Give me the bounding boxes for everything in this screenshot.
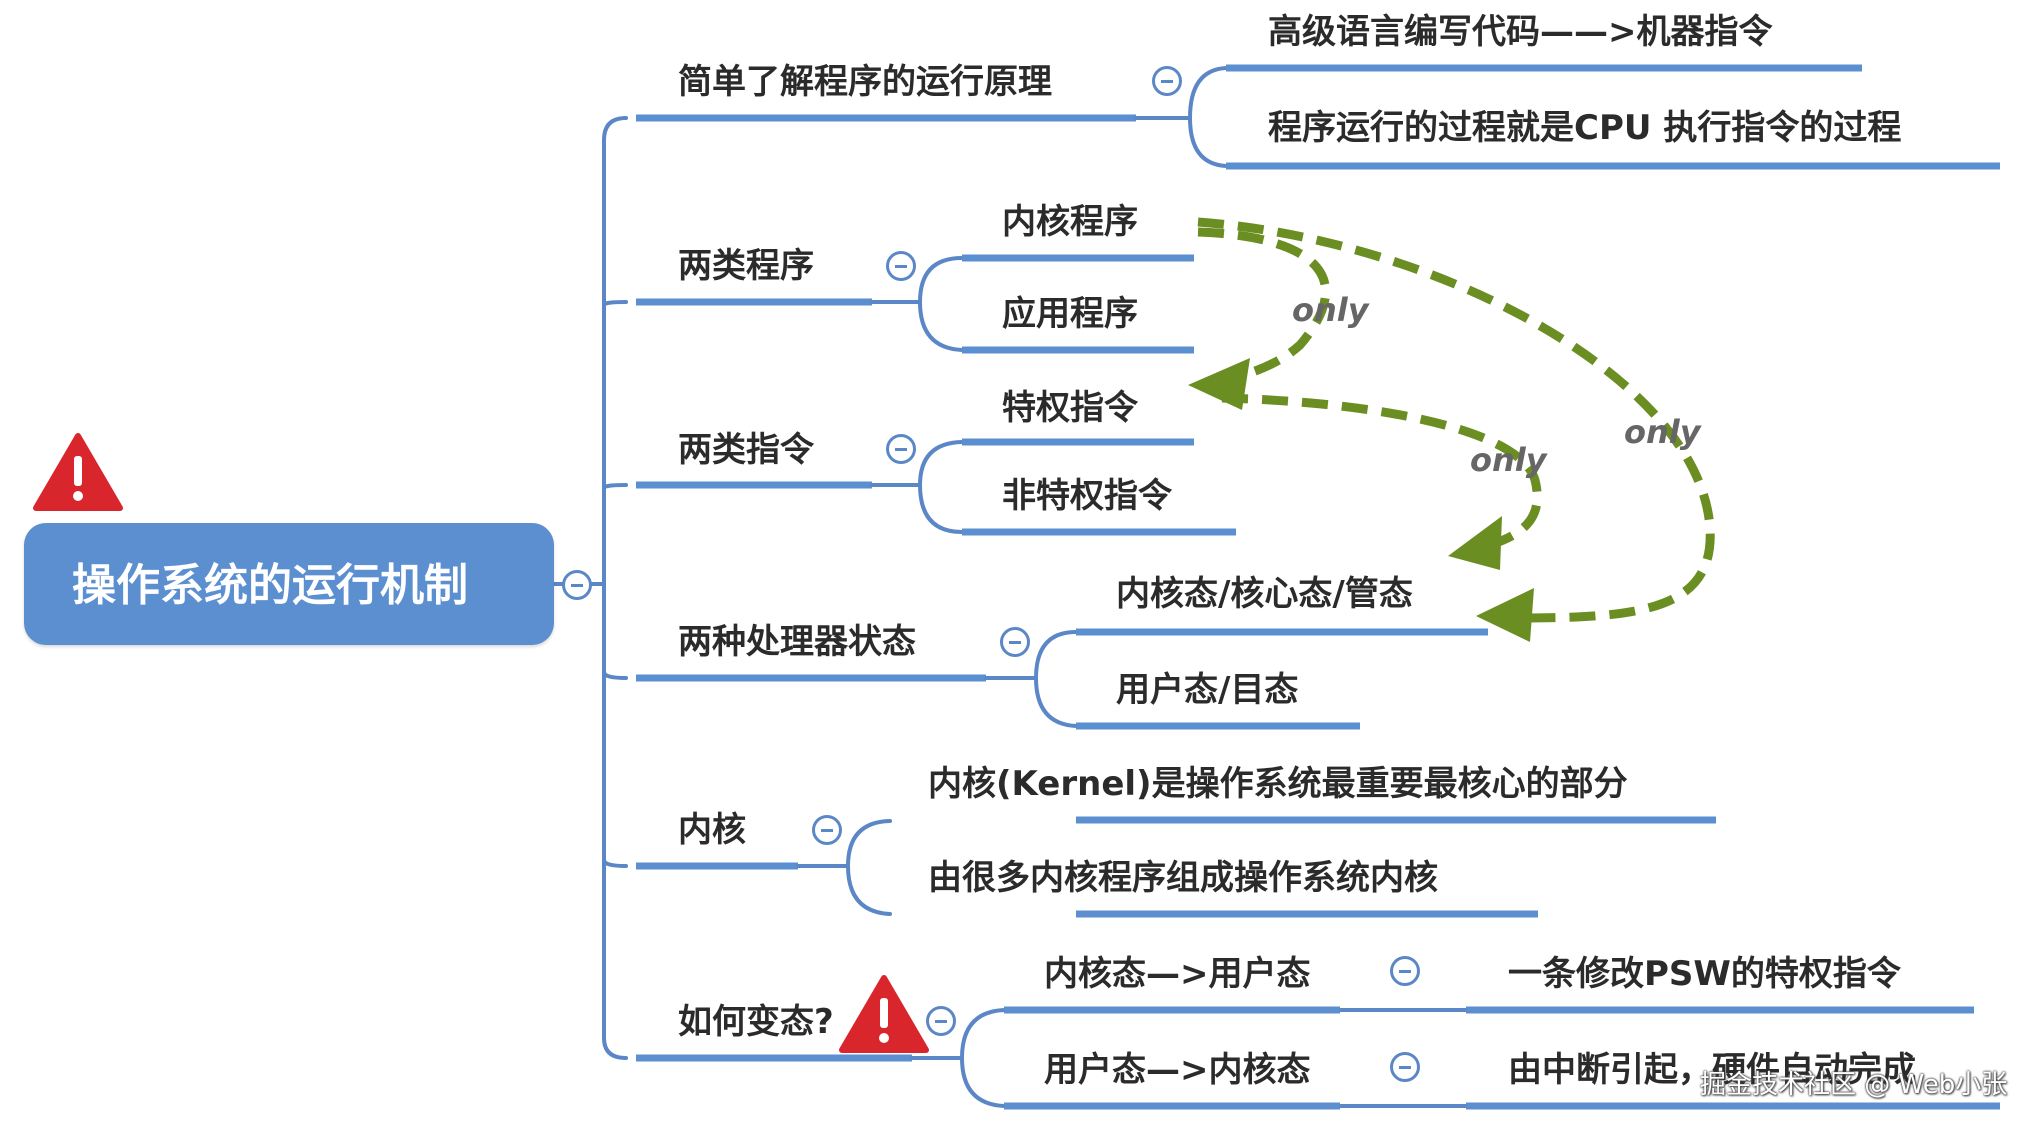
child-label[interactable]: 应用程序 [1002, 294, 1138, 334]
detail-label[interactable]: 由中断引起，硬件自动完成 [1508, 1050, 1916, 1090]
child-label[interactable]: 特权指令 [1002, 388, 1138, 428]
child-label[interactable]: 内核(Kernel)是操作系统最重要最核心的部分 [928, 764, 1628, 804]
arrowhead-1 [1188, 358, 1250, 410]
branch-label[interactable]: 两种处理器状态 [678, 622, 916, 662]
child-label[interactable]: 高级语言编写代码——>机器指令 [1268, 12, 1773, 52]
collapse-minus-icon[interactable] [812, 815, 842, 845]
collapse-minus-icon[interactable] [1152, 66, 1182, 96]
child-label[interactable]: 程序运行的过程就是CPU 执行指令的过程 [1268, 108, 1902, 148]
child-label[interactable]: 用户态—>内核态 [1044, 1050, 1311, 1090]
branch-label[interactable]: 两类指令 [678, 430, 814, 470]
arrow-kernel-to-kernelmode [1197, 217, 1715, 623]
warning-triangle-icon [839, 975, 929, 1053]
branch-label[interactable]: 内核 [678, 810, 746, 850]
root-node[interactable] [24, 523, 554, 645]
collapse-minus-icon[interactable] [1390, 956, 1420, 986]
collapse-minus-icon[interactable] [886, 251, 916, 281]
arrow-kernel-to-privileged [1197, 227, 1331, 387]
only-label: only [1292, 291, 1369, 329]
only-label: only [1470, 441, 1547, 479]
only-label: only [1624, 413, 1701, 451]
watermark: 掘金技术社区 @ Web小张 [1700, 1070, 2008, 1100]
child-label[interactable]: 用户态/目态 [1116, 670, 1299, 710]
branch-label[interactable]: 如何变态? [678, 1002, 834, 1042]
warning-triangle-icon [33, 433, 123, 511]
detail-label[interactable]: 一条修改PSW的特权指令 [1508, 954, 1901, 994]
collapse-minus-icon[interactable] [1000, 627, 1030, 657]
trunk-up [602, 116, 628, 586]
collapse-minus-icon[interactable] [1390, 1052, 1420, 1082]
arrowhead-3 [1448, 516, 1502, 570]
branch-label[interactable]: 简单了解程序的运行原理 [678, 62, 1052, 102]
collapse-minus-icon[interactable] [886, 434, 916, 464]
root-node-label: 操作系统的运行机制 [72, 560, 468, 611]
arrowhead-2 [1476, 588, 1534, 642]
child-label[interactable]: 内核态/核心态/管态 [1116, 574, 1413, 614]
branch-label[interactable]: 两类程序 [678, 246, 814, 286]
child-label[interactable]: 内核态—>用户态 [1044, 954, 1311, 994]
child-label[interactable]: 内核程序 [1002, 202, 1138, 242]
collapse-minus-icon[interactable] [926, 1006, 956, 1036]
child-label[interactable]: 由很多内核程序组成操作系统内核 [928, 858, 1438, 898]
trunk-down [602, 582, 628, 1060]
child-label[interactable]: 非特权指令 [1002, 476, 1172, 516]
collapse-minus-icon[interactable] [562, 570, 592, 600]
